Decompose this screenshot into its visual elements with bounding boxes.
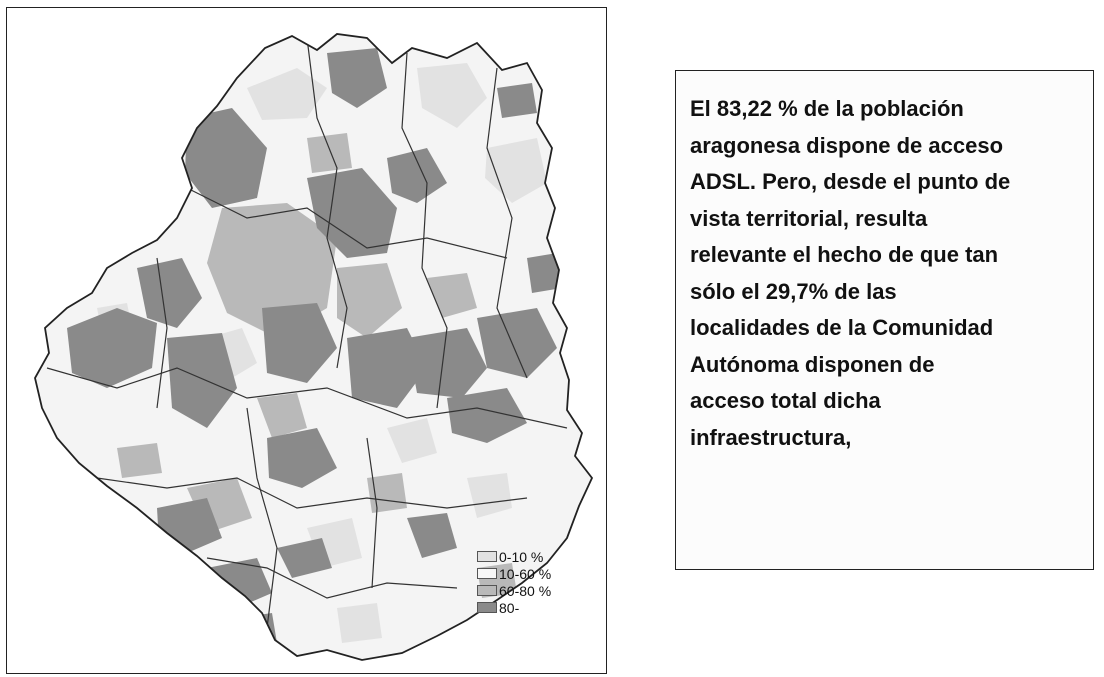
coverage-80-plus [67, 48, 562, 648]
legend-item: 80- [477, 599, 597, 616]
coverage-regions [46, 37, 568, 648]
legend-item: 60-80 % [477, 582, 597, 599]
map-legend: 0-10 % 10-60 % 60-80 % 80- [477, 548, 597, 616]
map-frame: 0-10 % 10-60 % 60-80 % 80- [6, 7, 607, 674]
caption-line: localidades de la Comunidad [690, 315, 994, 340]
caption-line: ADSL. Pero, desde el punto de [690, 169, 1011, 194]
legend-swatch [477, 585, 497, 596]
caption-line: infraestructura, [690, 424, 852, 450]
legend-swatch [477, 568, 497, 579]
legend-swatch [477, 551, 497, 562]
legend-label: 0-10 % [499, 548, 544, 565]
legend-item: 0-10 % [477, 548, 597, 565]
caption-line: aragonesa dispone de acceso [690, 132, 1004, 158]
legend-label: 60-80 % [499, 582, 552, 599]
caption-line: relevante el hecho de que tan [690, 242, 999, 267]
caption-line: acceso total dicha [690, 388, 881, 413]
caption-box: El 83,22 % de la población aragonesa dis… [675, 70, 1094, 570]
caption-line: sólo el 29,7% de las [690, 278, 897, 304]
legend-label: 80- [499, 599, 520, 616]
legend-swatch [477, 602, 497, 613]
legend-item: 10-60 % [477, 565, 597, 582]
caption-line: El 83,22 % de la población [690, 96, 964, 121]
aragon-adsl-map [34, 33, 593, 661]
county-boundaries [46, 37, 568, 629]
caption-line: vista territorial, resulta [690, 205, 928, 231]
caption-line: Autónoma disponen de [690, 351, 935, 377]
legend-label: 10-60 % [499, 565, 552, 582]
